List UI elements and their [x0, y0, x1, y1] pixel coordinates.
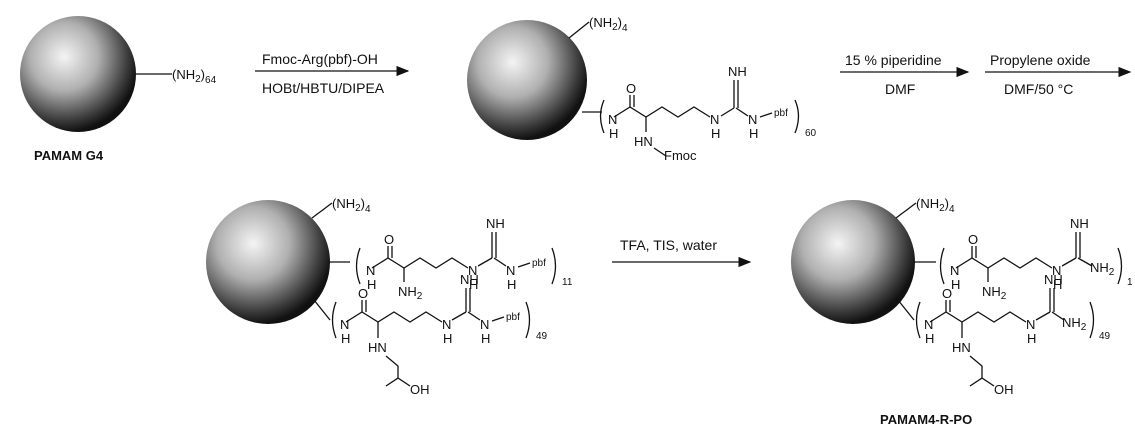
fmoc-intermediate: (NH2)4 O N H HN Fmoc N H NH N H pbf 60 [467, 15, 817, 163]
svg-text:N: N [442, 317, 451, 332]
svg-text:N: N [480, 317, 489, 332]
svg-text:H: H [711, 126, 720, 141]
svg-text:pbf: pbf [532, 258, 546, 269]
step1-conditions: HOBt/HBTU/DIPEA [262, 80, 385, 96]
svg-text:pbf: pbf [774, 108, 788, 119]
step2-arrow: 15 % piperidine DMF [840, 52, 970, 97]
svg-text:NH: NH [1044, 272, 1063, 287]
svg-text:NH: NH [460, 272, 479, 287]
svg-text:N: N [608, 112, 617, 127]
svg-text:NH2: NH2 [982, 284, 1007, 302]
svg-text:OH: OH [994, 382, 1014, 397]
svg-text:NH: NH [1070, 216, 1089, 231]
svg-text:OH: OH [410, 382, 430, 397]
dendrimer-sphere [791, 200, 915, 324]
pamam-g4-molecule: (NH2)64 PAMAM G4 [20, 16, 217, 163]
svg-text:H: H [443, 331, 452, 346]
svg-text:N: N [1026, 317, 1035, 332]
step2-reagent: 15 % piperidine [845, 52, 942, 68]
svg-text:N: N [924, 317, 933, 332]
svg-text:(NH2)4: (NH2)4 [916, 196, 955, 215]
svg-text:O: O [968, 232, 978, 247]
svg-text:H: H [367, 277, 376, 292]
step1-arrow: Fmoc-Arg(pbf)-OH HOBt/HBTU/DIPEA [255, 51, 410, 96]
svg-text:N: N [950, 263, 959, 278]
svg-text:49: 49 [536, 331, 548, 342]
svg-text:49: 49 [1099, 331, 1111, 342]
svg-text:H: H [341, 331, 350, 346]
svg-text:O: O [384, 232, 394, 247]
step4-reagents: TFA, TIS, water [620, 237, 717, 253]
svg-text:N: N [710, 112, 719, 127]
svg-text:H: H [469, 277, 478, 292]
svg-text:HN: HN [368, 340, 387, 355]
svg-text:NH2: NH2 [1090, 260, 1115, 278]
svg-text:1: 1 [1127, 277, 1133, 288]
svg-text:Fmoc: Fmoc [664, 148, 697, 163]
svg-text:N: N [748, 112, 757, 127]
svg-text:H: H [749, 126, 758, 141]
svg-text:H: H [507, 277, 516, 292]
dendrimer-sphere [467, 20, 587, 140]
svg-text:11: 11 [562, 277, 573, 288]
pamam-g4-label: PAMAM G4 [34, 148, 104, 163]
svg-text:pbf: pbf [506, 312, 520, 323]
svg-text:NH2: NH2 [398, 284, 423, 302]
svg-text:HN: HN [952, 340, 971, 355]
product-label: PAMAM4-R-PO [880, 412, 972, 427]
svg-text:NH2: NH2 [1062, 315, 1087, 333]
svg-text:(NH2)4: (NH2)4 [589, 15, 628, 34]
dendrimer-sphere [20, 16, 136, 132]
dendrimer-sphere [206, 200, 330, 324]
svg-text:N: N [1052, 263, 1061, 278]
svg-text:NH: NH [728, 64, 747, 79]
svg-text:(NH2)64: (NH2)64 [172, 67, 217, 86]
svg-text:O: O [626, 81, 636, 96]
product-molecule: (NH2)4 O N H NH2 N H NH NH2 1 O N H HN [791, 196, 1133, 427]
svg-text:N: N [506, 263, 515, 278]
step1-reagent: Fmoc-Arg(pbf)-OH [262, 51, 378, 67]
svg-text:60: 60 [805, 128, 817, 139]
svg-text:H: H [481, 331, 490, 346]
step3-reagent: Propylene oxide [990, 52, 1091, 68]
step2-solvent: DMF [885, 81, 915, 97]
svg-text:O: O [358, 286, 368, 301]
po-intermediate: (NH2)4 O N H NH2 N H NH N H pbf 11 O N H [206, 196, 573, 397]
step4-arrow: TFA, TIS, water [612, 237, 752, 268]
step3-arrow: Propylene oxide DMF/50 °C [985, 52, 1132, 97]
step3-conditions: DMF/50 °C [1004, 81, 1073, 97]
svg-text:H: H [609, 126, 618, 141]
svg-text:HN: HN [634, 134, 653, 149]
svg-text:H: H [925, 331, 934, 346]
svg-text:H: H [1027, 331, 1036, 346]
svg-text:N: N [468, 263, 477, 278]
svg-text:N: N [366, 263, 375, 278]
svg-text:O: O [942, 286, 952, 301]
svg-text:(NH2)4: (NH2)4 [332, 196, 371, 215]
svg-text:N: N [340, 317, 349, 332]
svg-text:NH: NH [486, 216, 505, 231]
svg-text:H: H [951, 277, 960, 292]
svg-text:H: H [1053, 277, 1062, 292]
